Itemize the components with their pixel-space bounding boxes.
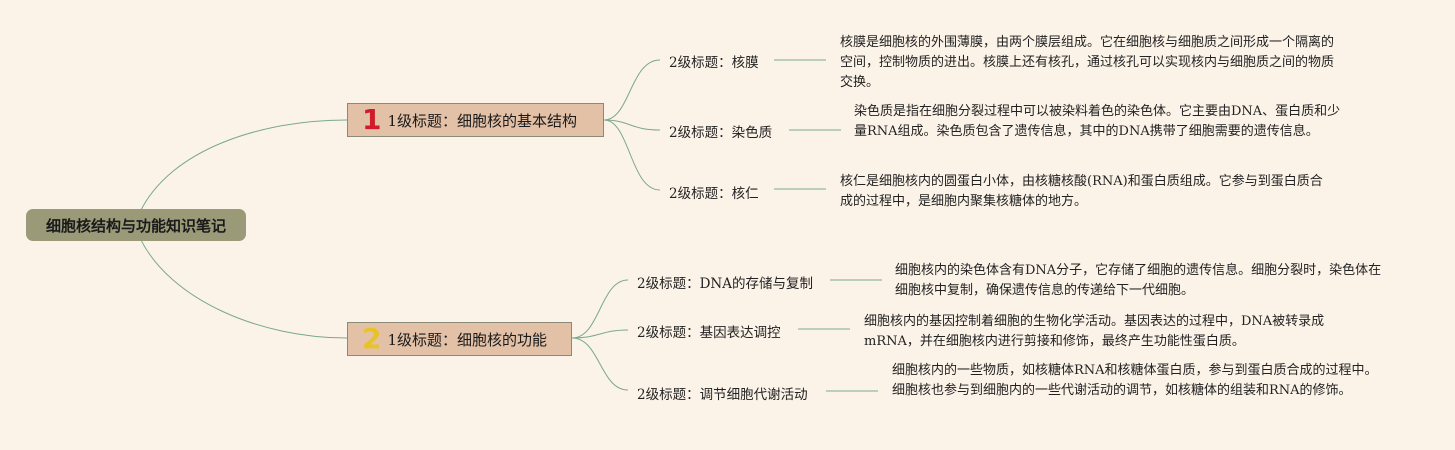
branch-node-2[interactable]: 2 1级标题：细胞核的功能: [347, 322, 572, 356]
branch-number-2: 2: [362, 322, 382, 355]
connector-b1-c1: [603, 59, 661, 121]
connector-b2-c1: [571, 279, 629, 339]
topic-description-1-2: 染色质是指在细胞分裂过程中可以被染料着色的染色体。它主要由DNA、蛋白质和少量R…: [854, 104, 1341, 139]
topic-description-2-1: 细胞核内的染色体含有DNA分子，它存储了细胞的遗传信息。细胞分裂时，染色体在细胞…: [895, 263, 1382, 298]
branch-number-1: 1: [362, 103, 382, 136]
topic-description-1-1: 核膜是细胞核的外围薄膜，由两个膜层组成。它在细胞核与细胞质之间形成一个隔离的空间…: [840, 35, 1335, 90]
connector-root-branch-1: [139, 119, 348, 213]
topic-node-2-2[interactable]: 2级标题：基因表达调控: [637, 321, 781, 341]
branch-label-2: 1级标题：细胞核的功能: [387, 330, 548, 349]
topic-label: 2级标题：核仁: [669, 186, 759, 202]
connector-b2-c2: [571, 329, 629, 339]
connector-b1-c2: [603, 119, 661, 131]
topic-label: 2级标题：染色质: [669, 125, 773, 141]
topic-node-1-3[interactable]: 2级标题：核仁: [669, 182, 759, 202]
topic-description-2-3: 细胞核内的一些物质，如核糖体RNA和核糖体蛋白质，参与到蛋白质合成的过程中。细胞…: [892, 363, 1378, 398]
connector-b1-c3: [603, 119, 661, 191]
topic-node-2-3[interactable]: 2级标题：调节细胞代谢活动: [637, 383, 808, 403]
root-node[interactable]: 细胞核结构与功能知识笔记: [26, 209, 246, 241]
topic-description-1-3: 核仁是细胞核内的圆蛋白小体，由核糖核酸(RNA)和蛋白质组成。它参与到蛋白质合成…: [840, 174, 1323, 209]
root-label: 细胞核结构与功能知识笔记: [45, 216, 226, 235]
topic-label: 2级标题：基因表达调控: [637, 325, 781, 341]
branch-label-1: 1级标题：细胞核的基本结构: [387, 111, 578, 130]
topic-node-1-1[interactable]: 2级标题：核膜: [669, 51, 759, 71]
topic-label: 2级标题：DNA的存储与复制: [637, 276, 813, 292]
topic-label: 2级标题：核膜: [669, 55, 759, 71]
topic-node-1-2[interactable]: 2级标题：染色质: [669, 121, 772, 141]
topic-node-2-1[interactable]: 2级标题：DNA的存储与复制: [637, 272, 813, 292]
topic-description-2-2: 细胞核内的基因控制着细胞的生物化学活动。基因表达的过程中，DNA被转录成mRNA…: [864, 314, 1325, 349]
topic-label: 2级标题：调节细胞代谢活动: [637, 387, 808, 403]
connector-root-branch-2: [139, 237, 348, 339]
connector-b2-c3: [571, 337, 629, 391]
branch-node-1[interactable]: 1 1级标题：细胞核的基本结构: [347, 103, 604, 137]
